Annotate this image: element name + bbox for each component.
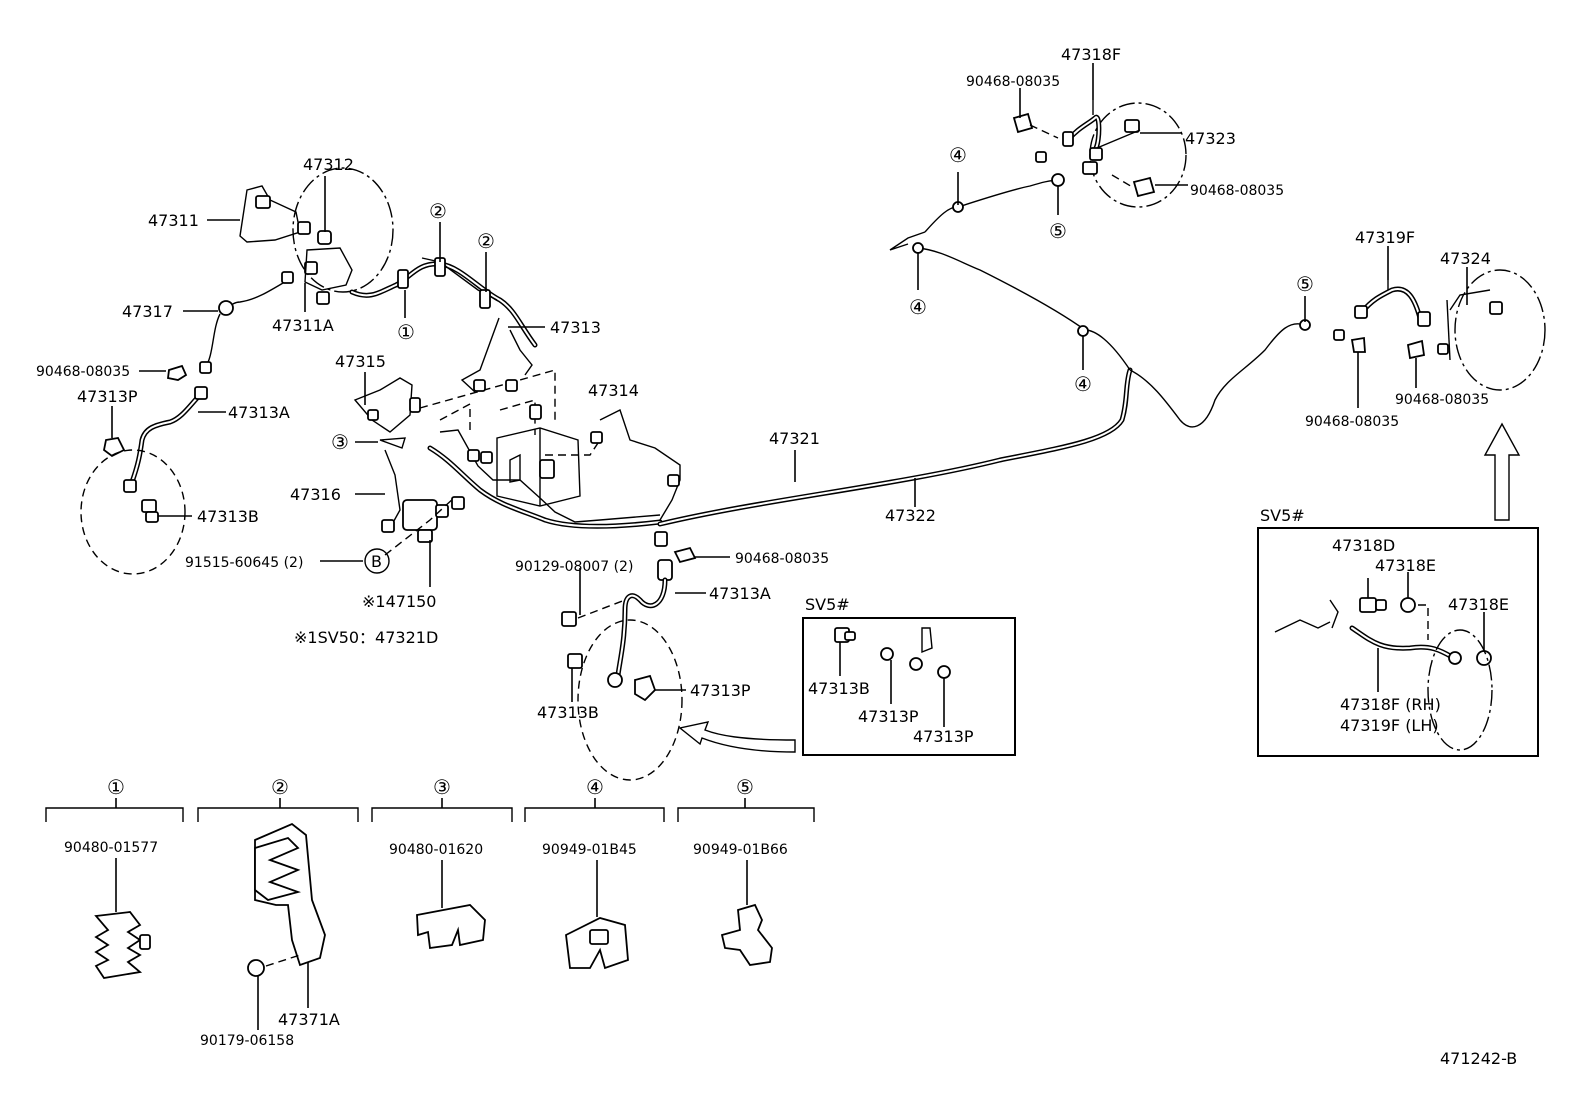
label-47324: 47324 (1440, 249, 1491, 268)
label-47313b-front-left: 47313B (197, 507, 259, 526)
clamp-legend: ① ② ③ ④ ⑤ 90480-01577 90480-01620 90949-… (45, 775, 815, 1049)
label-47311: 47311 (148, 211, 199, 230)
legend-3-num: ③ (433, 775, 451, 799)
sv5-mid-inset: SV5# 47313B 47313P 47313P (802, 595, 1016, 756)
label-147150: ※147150 (362, 592, 436, 611)
sv5-mid-label-47313b: 47313B (808, 679, 870, 698)
clamp-4-icon (565, 917, 629, 970)
label-47317: 47317 (122, 302, 173, 321)
callout-5-a: ⑤ (1049, 219, 1067, 243)
label-47318f: 47318F (1061, 45, 1121, 64)
rear-brake-pipes (657, 173, 1311, 527)
label-91515-60645: 91515-60645 (2) (185, 555, 303, 571)
label-47315: 47315 (335, 352, 386, 371)
callout-4-b: ④ (909, 295, 927, 319)
legend-1-part: 90480-01577 (64, 840, 158, 856)
clamp-1-icon (94, 911, 151, 979)
sv5-right-title: SV5# (1260, 506, 1305, 525)
sv5-mid-title: SV5# (805, 595, 850, 614)
callout-1: ① (397, 320, 415, 344)
label-47314: 47314 (588, 381, 639, 400)
label-47313a-front-left: 47313A (228, 403, 290, 422)
main-brake-pipes (349, 257, 538, 393)
sv5-right-label-47318f-rh: 47318F (RH) (1340, 695, 1441, 714)
label-90468-08035-rear-right-top: 90468-08035 (966, 74, 1060, 90)
front-right-brake-hose (561, 531, 697, 781)
label-47313p-front-left: 47313P (77, 387, 138, 406)
sv5-mid-label-47313p-2: 47313P (913, 727, 974, 746)
label-47311a: 47311A (272, 316, 334, 335)
legend-4-part: 90949-01B45 (542, 842, 637, 858)
rear-right-brake-cluster (1012, 100, 1187, 208)
callout-2-b: ② (477, 229, 495, 253)
label-47322: 47322 (885, 506, 936, 525)
sv5-mid-label-47313p-1: 47313P (858, 707, 919, 726)
legend-5-num: ⑤ (736, 775, 754, 799)
leader-lines (111, 63, 1468, 702)
part-labels: 47312 47311 47317 47311A 90468-08035 473… (36, 45, 1517, 1068)
label-47316: 47316 (290, 485, 341, 504)
legend-2-bolt-part: 90179-06158 (200, 1033, 294, 1049)
legend-5-part: 90949-01B66 (693, 842, 788, 858)
legend-3-part: 90480-01620 (389, 842, 483, 858)
callout-2-a: ② (429, 199, 447, 223)
legend-2-bracket-part: 47371A (278, 1010, 340, 1029)
label-47319f: 47319F (1355, 228, 1415, 247)
label-note-1sv50: ※1SV50：47321D (294, 628, 438, 647)
sv5-right-label-47318d: 47318D (1332, 536, 1395, 555)
label-90468-08035-rear-right-bottom: 90468-08035 (1190, 183, 1284, 199)
label-90468-08035-rear-left-a: 90468-08035 (1395, 392, 1489, 408)
diagram-id: 471242-B (1440, 1049, 1517, 1068)
callout-3: ③ (331, 430, 349, 454)
sv5-right-label-47318e-2: 47318E (1448, 595, 1509, 614)
label-47313p-mid: 47313P (690, 681, 751, 700)
rear-left-brake-cluster (1333, 269, 1546, 521)
label-90468-08035-front-left: 90468-08035 (36, 364, 130, 380)
callout-b: B (371, 552, 382, 571)
legend-4-num: ④ (586, 775, 604, 799)
front-left-brake-lines (80, 271, 294, 575)
callout-4-c: ④ (1074, 372, 1092, 396)
master-cylinder-assembly (239, 167, 394, 305)
label-47312: 47312 (303, 155, 354, 174)
sv5-right-inset: SV5# 47318D 47318E 47318E 47318F (RH) 47… (1257, 506, 1539, 757)
label-90468-08035-mid: 90468-08035 (735, 551, 829, 567)
label-47313b-mid: 47313B (537, 703, 599, 722)
label-47321: 47321 (769, 429, 820, 448)
callout-4-a: ④ (949, 143, 967, 167)
label-90129-08007: 90129-08007 (2) (515, 559, 633, 575)
label-47323: 47323 (1185, 129, 1236, 148)
clamp-3-icon (416, 904, 486, 950)
legend-2-num: ② (271, 775, 289, 799)
brake-actuator-area (353, 369, 681, 556)
label-47313: 47313 (550, 318, 601, 337)
sv5-right-label-47319f-lh: 47319F (LH) (1340, 716, 1439, 735)
clamp-2-bracket-icon (247, 822, 326, 977)
label-90468-08035-rear-left-b: 90468-08035 (1305, 414, 1399, 430)
label-47313a-mid: 47313A (709, 584, 771, 603)
callout-5-b: ⑤ (1296, 272, 1314, 296)
callout-b-circle (364, 548, 390, 574)
callout-markers: ① ② ② ③ ④ ④ ④ ⑤ ⑤ B (331, 143, 1314, 574)
sv5-mid-arrow (678, 721, 796, 753)
sv5-right-label-47318e-1: 47318E (1375, 556, 1436, 575)
clamp-5-icon (720, 903, 773, 966)
legend-1-num: ① (107, 775, 125, 799)
